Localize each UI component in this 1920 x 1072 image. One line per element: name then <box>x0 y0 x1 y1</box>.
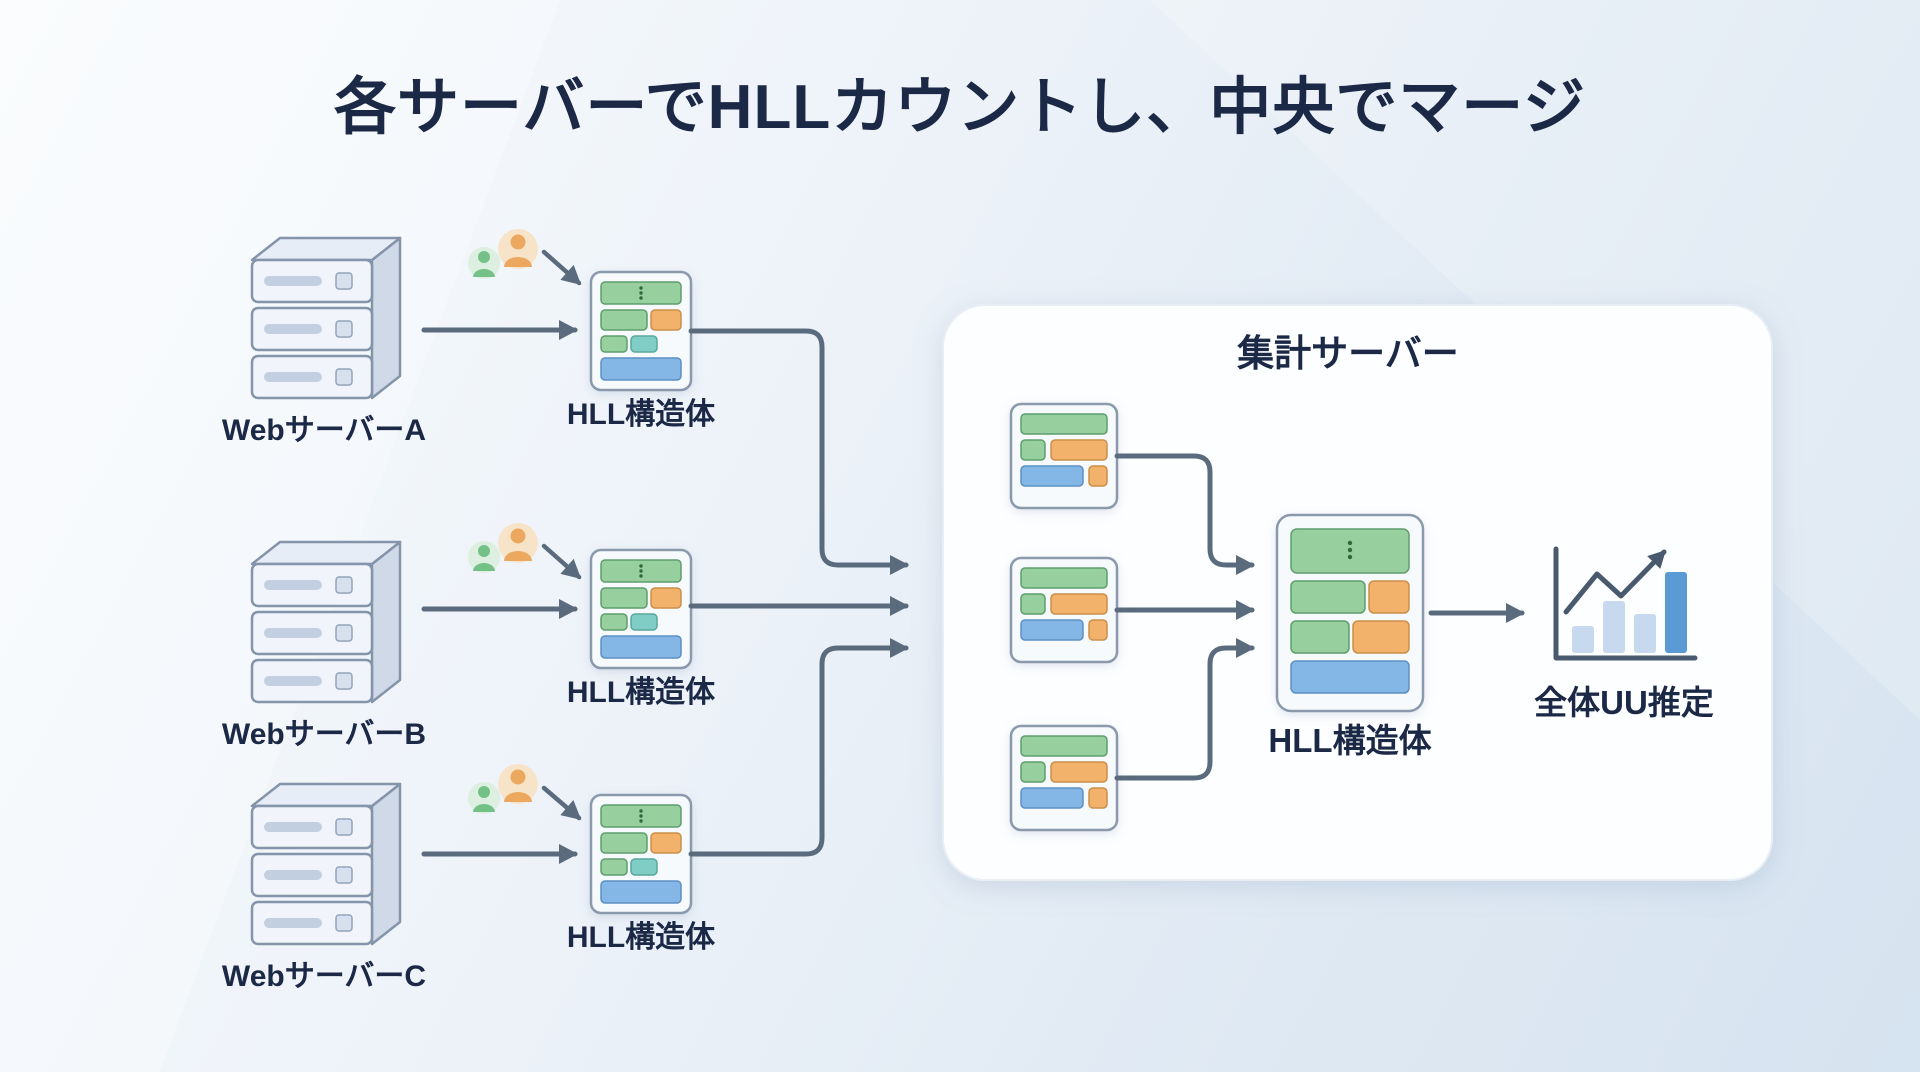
users-icon-a <box>468 229 538 279</box>
users-icon-b <box>468 523 538 573</box>
hll-structure-b-label: HLL構造体 <box>567 676 716 709</box>
hll-structure-a-icon <box>591 272 691 390</box>
hll-structure-a-label: HLL構造体 <box>567 398 716 431</box>
incoming-hll-1-icon <box>1011 404 1117 508</box>
web-server-c-icon <box>250 782 402 946</box>
incoming-hll-3-icon <box>1011 726 1117 830</box>
connector-incoming-3 <box>1114 638 1255 781</box>
connector-hll-c-to-aggregator <box>688 638 909 857</box>
incoming-hll-2-icon <box>1011 558 1117 662</box>
users-icon-c <box>468 764 538 814</box>
web-server-a-icon <box>250 236 402 400</box>
connector-incoming-1 <box>1114 453 1255 575</box>
arrow-users-a <box>541 249 582 286</box>
web-server-a-label: WebサーバーA <box>222 414 426 447</box>
hll-structure-c-icon <box>591 795 691 913</box>
hll-structure-c-label: HLL構造体 <box>567 921 716 954</box>
web-server-c-label: WebサーバーC <box>222 960 426 993</box>
merged-hll-label: HLL構造体 <box>1268 722 1431 759</box>
aggregation-server-title: 集計サーバー <box>1236 333 1459 374</box>
diagram-title: 各サーバーでHLLカウントし、中央でマージ <box>334 73 1586 142</box>
arrow-users-c <box>541 785 582 821</box>
background-streak <box>0 0 560 1072</box>
web-server-b-label: WebサーバーB <box>222 718 426 751</box>
web-server-b-icon <box>250 540 402 704</box>
estimate-chart-icon <box>1553 546 1698 661</box>
connector-hll-a-to-aggregator <box>688 328 909 575</box>
merged-hll-icon <box>1275 513 1425 713</box>
hll-structure-b-icon <box>591 550 691 668</box>
estimate-label: 全体UU推定 <box>1534 684 1714 721</box>
arrow-users-b <box>541 543 582 580</box>
